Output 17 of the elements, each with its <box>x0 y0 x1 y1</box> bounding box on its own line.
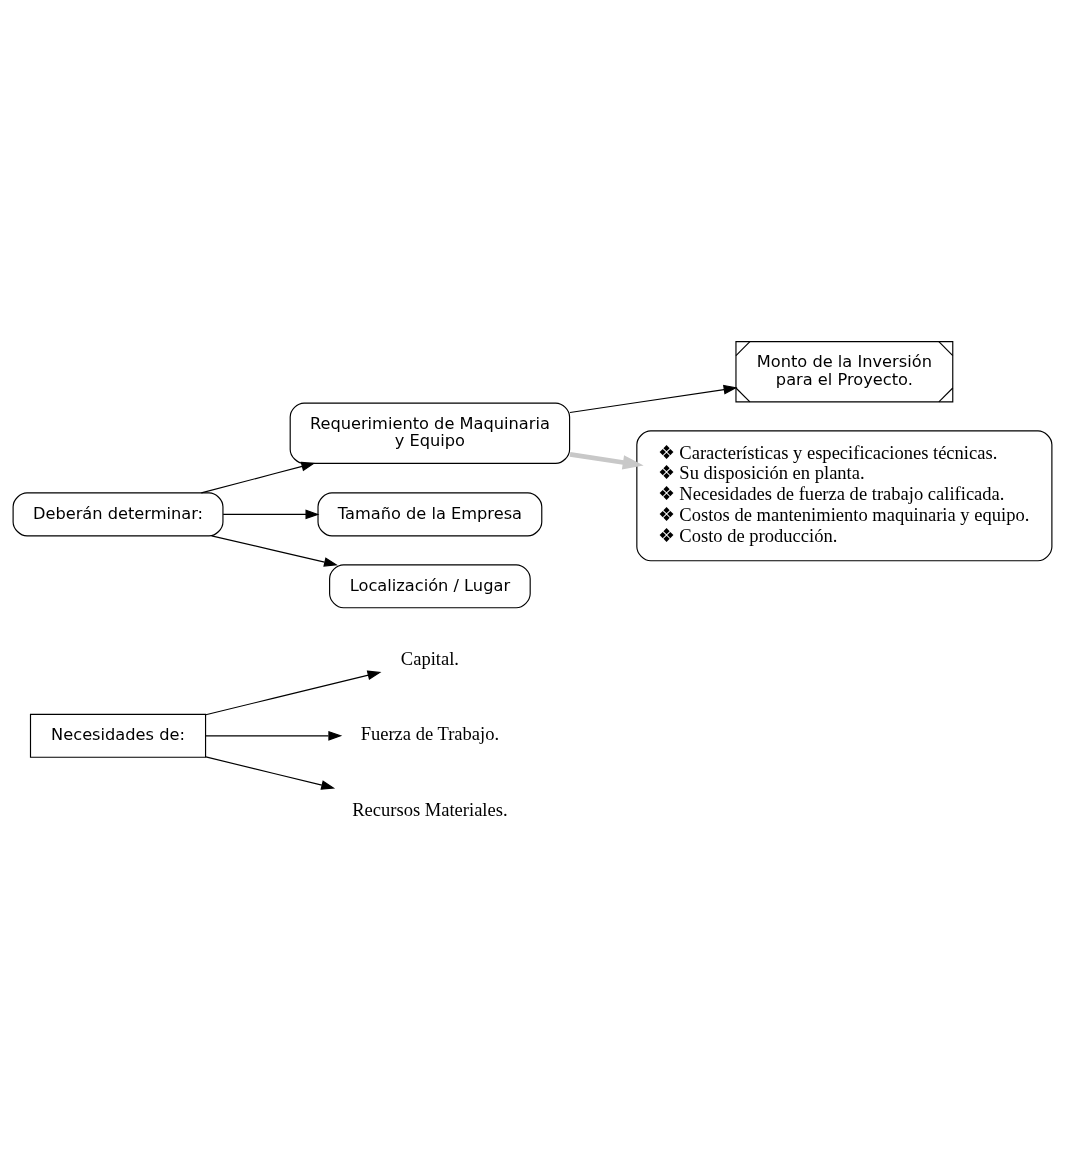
arrow <box>211 534 338 567</box>
arrow <box>205 730 343 741</box>
node-box: Requerimiento de Maquinaria y Equipo <box>289 402 571 464</box>
node-box: Deberán determinar: <box>12 491 224 536</box>
node-box: Necesidades de: <box>29 713 207 758</box>
node-text: Recursos Materiales. <box>352 798 508 820</box>
node-box: Localización / Lugar <box>329 563 531 608</box>
node-box: Tamaño de la Empresa <box>317 491 543 536</box>
node-box: ❖ Características y especificaciones técnicas. ❖ Su disposición en planta. ❖ Necesidades de fuerza de trabajo calificada. ❖ Costos de mantenimiento maquinaria y equipo. ❖ Costo de producción. <box>636 429 1053 561</box>
node-text: Capital. <box>400 647 459 669</box>
arrow <box>205 755 336 790</box>
node-text: Fuerza de Trabajo. <box>360 722 500 744</box>
arrow <box>222 509 320 519</box>
arrow <box>569 451 644 470</box>
arrow <box>569 384 738 413</box>
arrow <box>205 670 382 715</box>
arrow <box>200 461 316 493</box>
